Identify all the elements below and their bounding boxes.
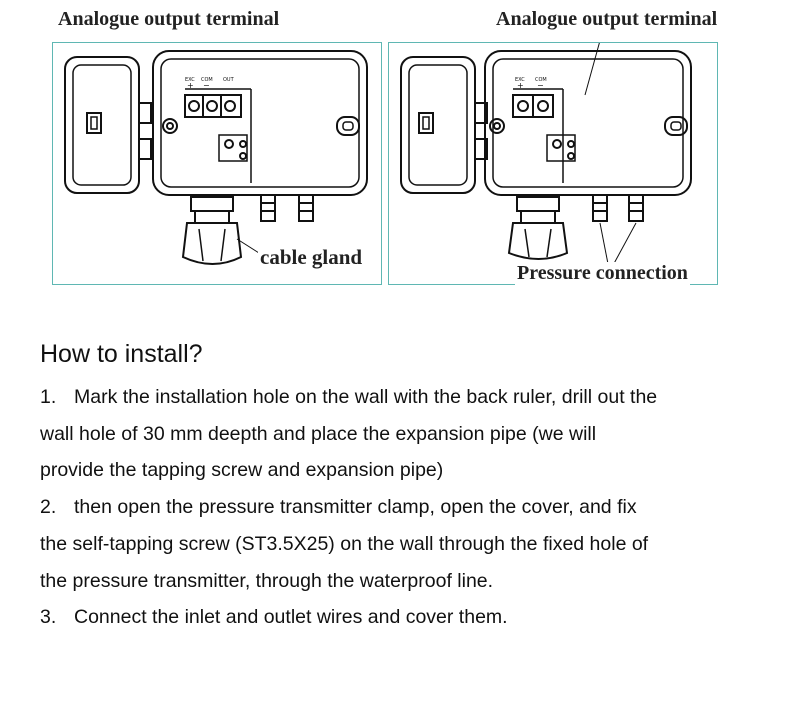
step-number: 2. [40, 496, 57, 519]
terminal-mark-exc: EXC [185, 77, 195, 83]
housing-left [152, 50, 368, 196]
instruction-line: the self-tapping screw (ST3.5X25) on the… [40, 526, 760, 563]
left-terminal-title: Analogue output terminal [58, 8, 280, 30]
terminal-sign-plus: + [187, 81, 194, 90]
open-cover-right [400, 56, 476, 194]
terminal-sign-minus-right: − [537, 81, 544, 90]
step-number: 1. [40, 386, 57, 408]
cable-gland-label: cable gland [258, 245, 365, 270]
instruction-text: provide the tapping screw and expansion … [40, 459, 444, 482]
device-diagram-left: EXC COM OUT + − [52, 42, 382, 285]
install-instructions: How to install? 1. Mark the installation … [40, 340, 760, 636]
instruction-line: wall hole of 30 mm deepth and place the … [40, 416, 760, 453]
transmitter-drawing-left: EXC COM OUT + − [64, 50, 368, 265]
pressure-port-left-1 [260, 194, 276, 222]
terminal-sign-plus-right: + [517, 81, 524, 90]
pressure-port-right-1 [592, 194, 608, 222]
installation-figure: Analogue output terminal Analogue output… [0, 0, 790, 300]
instruction-line: 2. then open the pressure transmitter cla… [40, 489, 760, 526]
cable-gland-left [181, 222, 243, 265]
instruction-text: the pressure transmitter, through the wa… [40, 569, 494, 592]
right-terminal-title: Analogue output terminal [496, 8, 718, 30]
instruction-text: the self-tapping screw (ST3.5X25) on the… [40, 532, 649, 555]
instruction-text: wall hole of 30 mm deepth and place the … [40, 422, 597, 445]
terminal-sign-minus: − [203, 81, 210, 90]
instruction-line: provide the tapping screw and expansion … [40, 452, 760, 489]
terminal-mark-com: COM [201, 77, 213, 83]
terminal-mark-exc-right: EXC [515, 77, 525, 83]
instruction-line: the pressure transmitter, through the wa… [40, 563, 760, 600]
pressure-port-right-2 [628, 194, 644, 222]
instruction-line: 3. Connect the inlet and outlet wires and… [40, 599, 760, 636]
pressure-connection-label: Pressure connection [515, 262, 690, 285]
cable-gland-right [507, 222, 569, 260]
housing-right [484, 50, 692, 196]
instruction-text: Mark the installation hole on the wall w… [74, 386, 658, 408]
pressure-port-left-2 [298, 194, 314, 222]
step-number: 3. [40, 606, 57, 629]
instruction-text: then open the pressure transmitter clamp… [74, 496, 637, 519]
device-diagram-right: EXC COM + − [388, 36, 718, 285]
terminal-mark-com-right: COM [535, 77, 547, 83]
open-cover-left [64, 56, 140, 194]
instruction-line: 1. Mark the installation hole on the wall… [40, 379, 760, 416]
transmitter-drawing-right: EXC COM + − [400, 36, 692, 270]
instruction-text: Connect the inlet and outlet wires and c… [74, 606, 508, 629]
terminal-block-left [184, 94, 242, 118]
terminal-mark-out: OUT [223, 77, 235, 83]
install-heading: How to install? [40, 340, 203, 368]
